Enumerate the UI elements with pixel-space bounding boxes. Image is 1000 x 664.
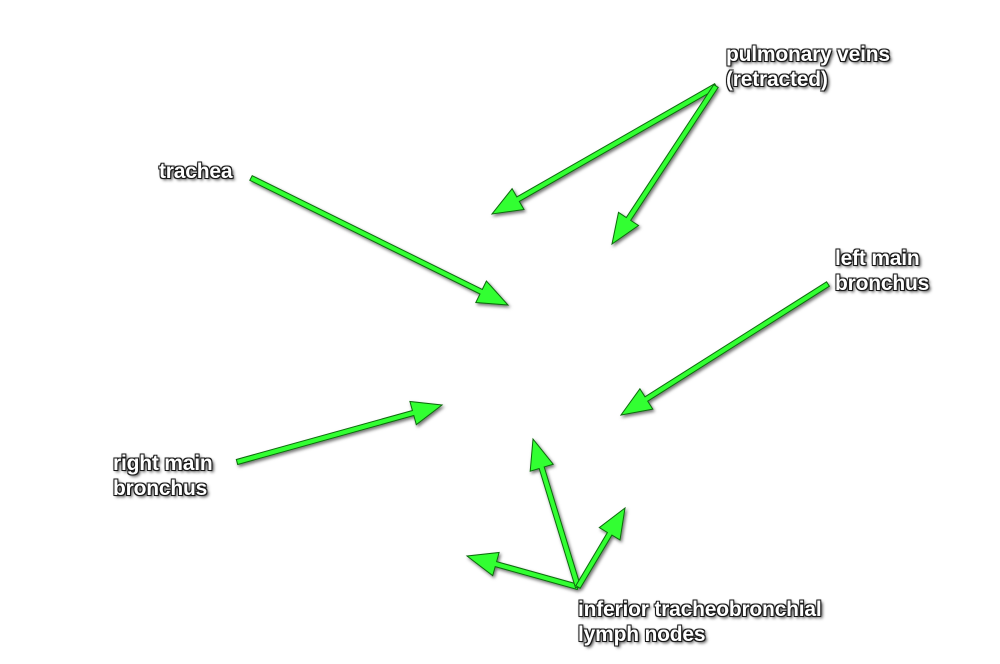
arrow-pulmonary-vein-2 [611, 83, 719, 246]
label-lymph-nodes-line2: lymph nodes [578, 623, 706, 646]
label-left-main-bronchus-line1: left main [835, 247, 920, 270]
label-left-main-bronchus: left main bronchus [835, 246, 929, 296]
label-lymph-nodes: inferior tracheobronchial lymph nodes [578, 597, 822, 647]
arrow-left-main-bronchus [619, 281, 831, 416]
label-right-main-bronchus: right main bronchus [113, 451, 213, 501]
label-right-main-bronchus-line1: right main [113, 452, 213, 475]
label-left-main-bronchus-line2: bronchus [835, 272, 930, 295]
arrow-lymph-node-1 [465, 551, 580, 591]
label-right-main-bronchus-line2: bronchus [113, 477, 208, 500]
label-pulmonary-veins: pulmonary veins (retracted) [726, 42, 890, 92]
arrow-lymph-node-2 [529, 437, 582, 589]
label-lymph-nodes-line1: inferior tracheobronchial [578, 598, 822, 621]
arrow-trachea [249, 175, 510, 306]
label-pulmonary-veins-line2: (retracted) [726, 68, 828, 91]
label-trachea-line1: trachea [159, 160, 233, 183]
label-pulmonary-veins-line1: pulmonary veins [726, 43, 890, 66]
arrow-right-main-bronchus [235, 400, 444, 466]
arrow-pulmonary-vein-1 [490, 83, 718, 215]
label-trachea: trachea [159, 159, 233, 184]
arrow-lymph-node-3 [575, 506, 626, 589]
